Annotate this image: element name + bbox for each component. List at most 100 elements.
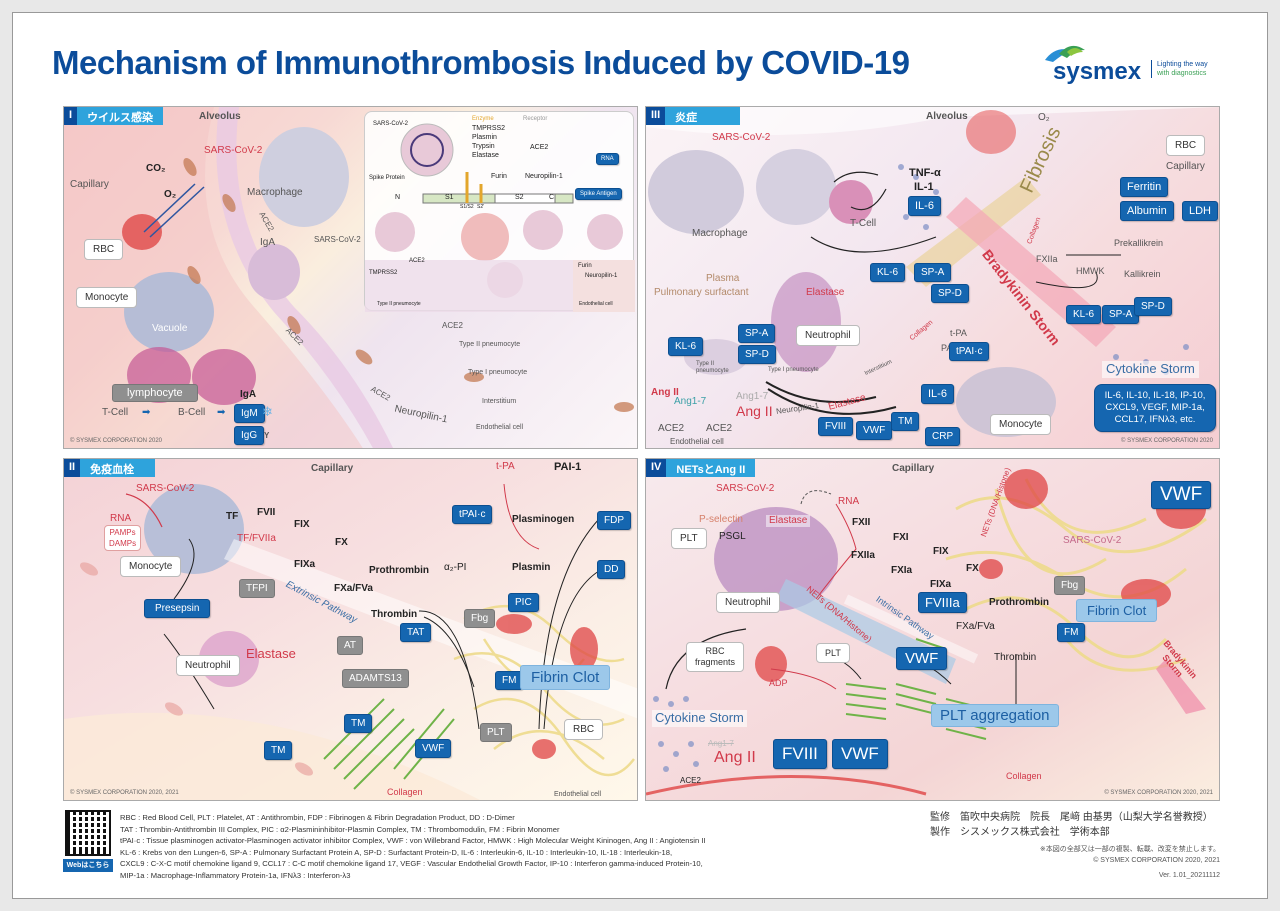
inset-enzyme-1: TMPRSS2 <box>472 125 506 132</box>
lymphocyte-label: lymphocyte <box>112 384 198 402</box>
panel-3-number: III <box>646 107 666 125</box>
cytokine-storm-label: Cytokine Storm <box>652 710 747 727</box>
tpai-c-box: tPAI·c <box>452 505 493 524</box>
elastase-label: Elastase <box>766 515 811 527</box>
producer-credit: 製作 シスメックス株式会社 学術本部 <box>930 827 1110 838</box>
crp-box: CRP <box>925 427 961 446</box>
neutrophil-label: Neutrophil <box>716 592 780 613</box>
fxiia-label: FXIIa <box>1036 254 1058 264</box>
plt-label-2: PLT <box>816 643 850 663</box>
sp-a-box-1: SP-A <box>914 263 952 282</box>
elastase-label-1: Elastase <box>806 287 845 298</box>
albumin-box: Albumin <box>1120 201 1174 221</box>
inset-neuropilin-label: Neuropilin-1 <box>525 173 563 180</box>
version-label: Ver. 1.01_20211112 <box>1158 872 1220 879</box>
ace2-label-2: ACE2 <box>706 423 733 434</box>
inset-illustration <box>365 123 635 312</box>
capillary-label: Capillary <box>70 179 109 190</box>
endothelial-cell-label: Endothelial cell <box>670 437 724 446</box>
panel-1-copyright: © SYSMEX CORPORATION 2020 <box>70 438 163 444</box>
inset-s2-label: S2 <box>515 194 524 201</box>
t-cell-label: T-Cell <box>102 407 129 418</box>
arrow-right-icon: ➡ <box>217 407 226 418</box>
ang-ii-label-1: Ang II <box>651 387 679 398</box>
cytokine-list-box: IL-6, IL-10, IL-18, IP-10, CXCL9, VEGF, … <box>1094 384 1216 432</box>
capillary-label: Capillary <box>311 463 354 474</box>
sp-d-box-3: SP-D <box>1134 297 1172 316</box>
tm-box-1: TM <box>344 714 373 733</box>
fviii-box: FVIII <box>818 417 854 436</box>
fdp-box: FDP <box>597 511 631 530</box>
inset-enzyme-4: Elastase <box>472 152 499 159</box>
collagen-label: Collagen <box>387 787 423 797</box>
inset-s2p-site: S2' <box>477 204 485 210</box>
legend-line-5: CXCL9 : C-X-C motif chemokine ligand 9, … <box>120 859 703 869</box>
panel-1-illustration <box>64 107 634 448</box>
fixa-label: FIXa <box>294 559 316 570</box>
panel-2-copyright: © SYSMEX CORPORATION 2020, 2021 <box>70 790 179 796</box>
logo-tagline-1: Lighting the way <box>1157 61 1208 68</box>
fviiia-box: FVIIIa <box>918 592 967 613</box>
inset-spike-protein-label: Spike Protein <box>369 175 405 181</box>
fxii-label: FXII <box>852 517 871 528</box>
rbc-label: RBC <box>84 239 124 260</box>
psgl-label: PSGL <box>719 531 746 542</box>
legend-line-2: TAT : Thrombin-Antithrombin III Complex,… <box>120 824 560 834</box>
inset-rna-box: RNA <box>596 153 619 165</box>
sars-cov-2-label: SARS-CoV-2 <box>712 132 771 143</box>
kl-6-box-1: KL-6 <box>870 263 906 282</box>
capillary-label: Capillary <box>892 463 935 474</box>
vwf-box: VWF <box>415 739 452 758</box>
endothelial-cell-label: Endothelial cell <box>554 791 602 798</box>
supervisor-credit: 監修 笛吹中央病院 院長 尾﨑 由基男（山梨大学名誉教授） <box>930 812 1213 823</box>
inset-endothelial-label: Endothelial cell <box>579 301 613 307</box>
ang-ii-label: Ang II <box>714 749 756 766</box>
vwf-box-top: VWF <box>1151 481 1212 509</box>
legend-line-3: tPAI·c : Tissue plasminogen activator-Pl… <box>120 836 706 846</box>
presepsin-box: Presepsin <box>144 599 211 618</box>
kl-6-box-3: KL-6 <box>1066 305 1102 324</box>
prekallikrein-label: Prekallikrein <box>1114 238 1164 248</box>
inset-furin-label-2: Furin <box>578 263 592 269</box>
cytokine-storm-label: Cytokine Storm <box>1102 361 1199 378</box>
inset-c-terminus: C <box>549 194 555 201</box>
pulmonary-surfactant-label: Pulmonary surfactant <box>654 287 749 298</box>
poster-title: Mechanism of Immunothrombosis Induced by… <box>52 44 910 81</box>
fx-label: FX <box>335 537 348 548</box>
fix-label: FIX <box>933 546 949 557</box>
ang-1-7-label: Ang1-7 <box>708 739 734 748</box>
plt-box: PLT <box>480 723 512 742</box>
panel-4-number: IV <box>646 459 667 477</box>
il-1-label: IL-1 <box>914 181 934 193</box>
type-2-pneumocyte-label: Type II pneumocyte <box>696 361 729 374</box>
ang-1-7-label-2: Ang1-7 <box>736 391 769 402</box>
neutrophil-label: Neutrophil <box>176 655 240 676</box>
tfpi-box: TFPI <box>239 579 275 598</box>
hmwk-label: HMWK <box>1076 266 1105 276</box>
vwf-box-mid: VWF <box>896 647 948 670</box>
thrombin-label: Thrombin <box>994 652 1037 663</box>
sp-a-box-2: SP-A <box>738 324 776 343</box>
vacuole-label: Vacuole <box>152 323 188 334</box>
fibrin-clot-label: Fibrin Clot <box>520 665 611 690</box>
arrow-right-icon: ➡ <box>142 407 151 418</box>
rbc-fragments-label: RBC fragments <box>686 642 744 672</box>
qr-code[interactable] <box>65 810 111 856</box>
igm-box: IgM <box>234 404 265 423</box>
inset-neuropilin-label-2: Neuropilin-1 <box>585 273 618 279</box>
neutrophil-label: Neutrophil <box>796 325 860 346</box>
fxiia-label: FXIIa <box>851 550 875 561</box>
macrophage-label: Macrophage <box>692 228 748 239</box>
ace2-label: ACE2 <box>680 776 701 785</box>
alpha2-pi-label: α₂-PI <box>444 562 467 573</box>
web-link-button[interactable]: Webはこちら <box>63 859 113 872</box>
panel-3-label: 炎症 <box>665 107 741 125</box>
dd-box: DD <box>597 560 626 579</box>
panel-4-label: NETsとAng II <box>666 459 756 477</box>
fviii-box: FVIII <box>773 739 827 769</box>
iga-label-2: IgA <box>240 389 257 400</box>
